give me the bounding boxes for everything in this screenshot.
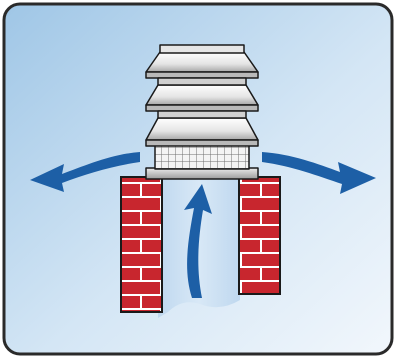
cowl-cap-top	[145, 51, 259, 73]
cowl-cap-bottom	[145, 117, 259, 141]
cowl-cap-middle	[145, 84, 259, 106]
cowl-top-plate	[159, 44, 245, 54]
cowl-mesh-cage	[154, 144, 250, 170]
airflow-arrow-icon	[30, 152, 376, 298]
airflow-right-arrow	[262, 152, 376, 194]
flue-passage	[158, 178, 240, 318]
brick-chimney-icon	[120, 176, 281, 313]
airflow-up-arrow	[184, 184, 212, 298]
chimney-cowl-icon	[145, 44, 259, 180]
left-brick-column	[120, 176, 163, 313]
right-brick-column	[238, 176, 281, 295]
airflow-left-arrow	[30, 152, 140, 192]
